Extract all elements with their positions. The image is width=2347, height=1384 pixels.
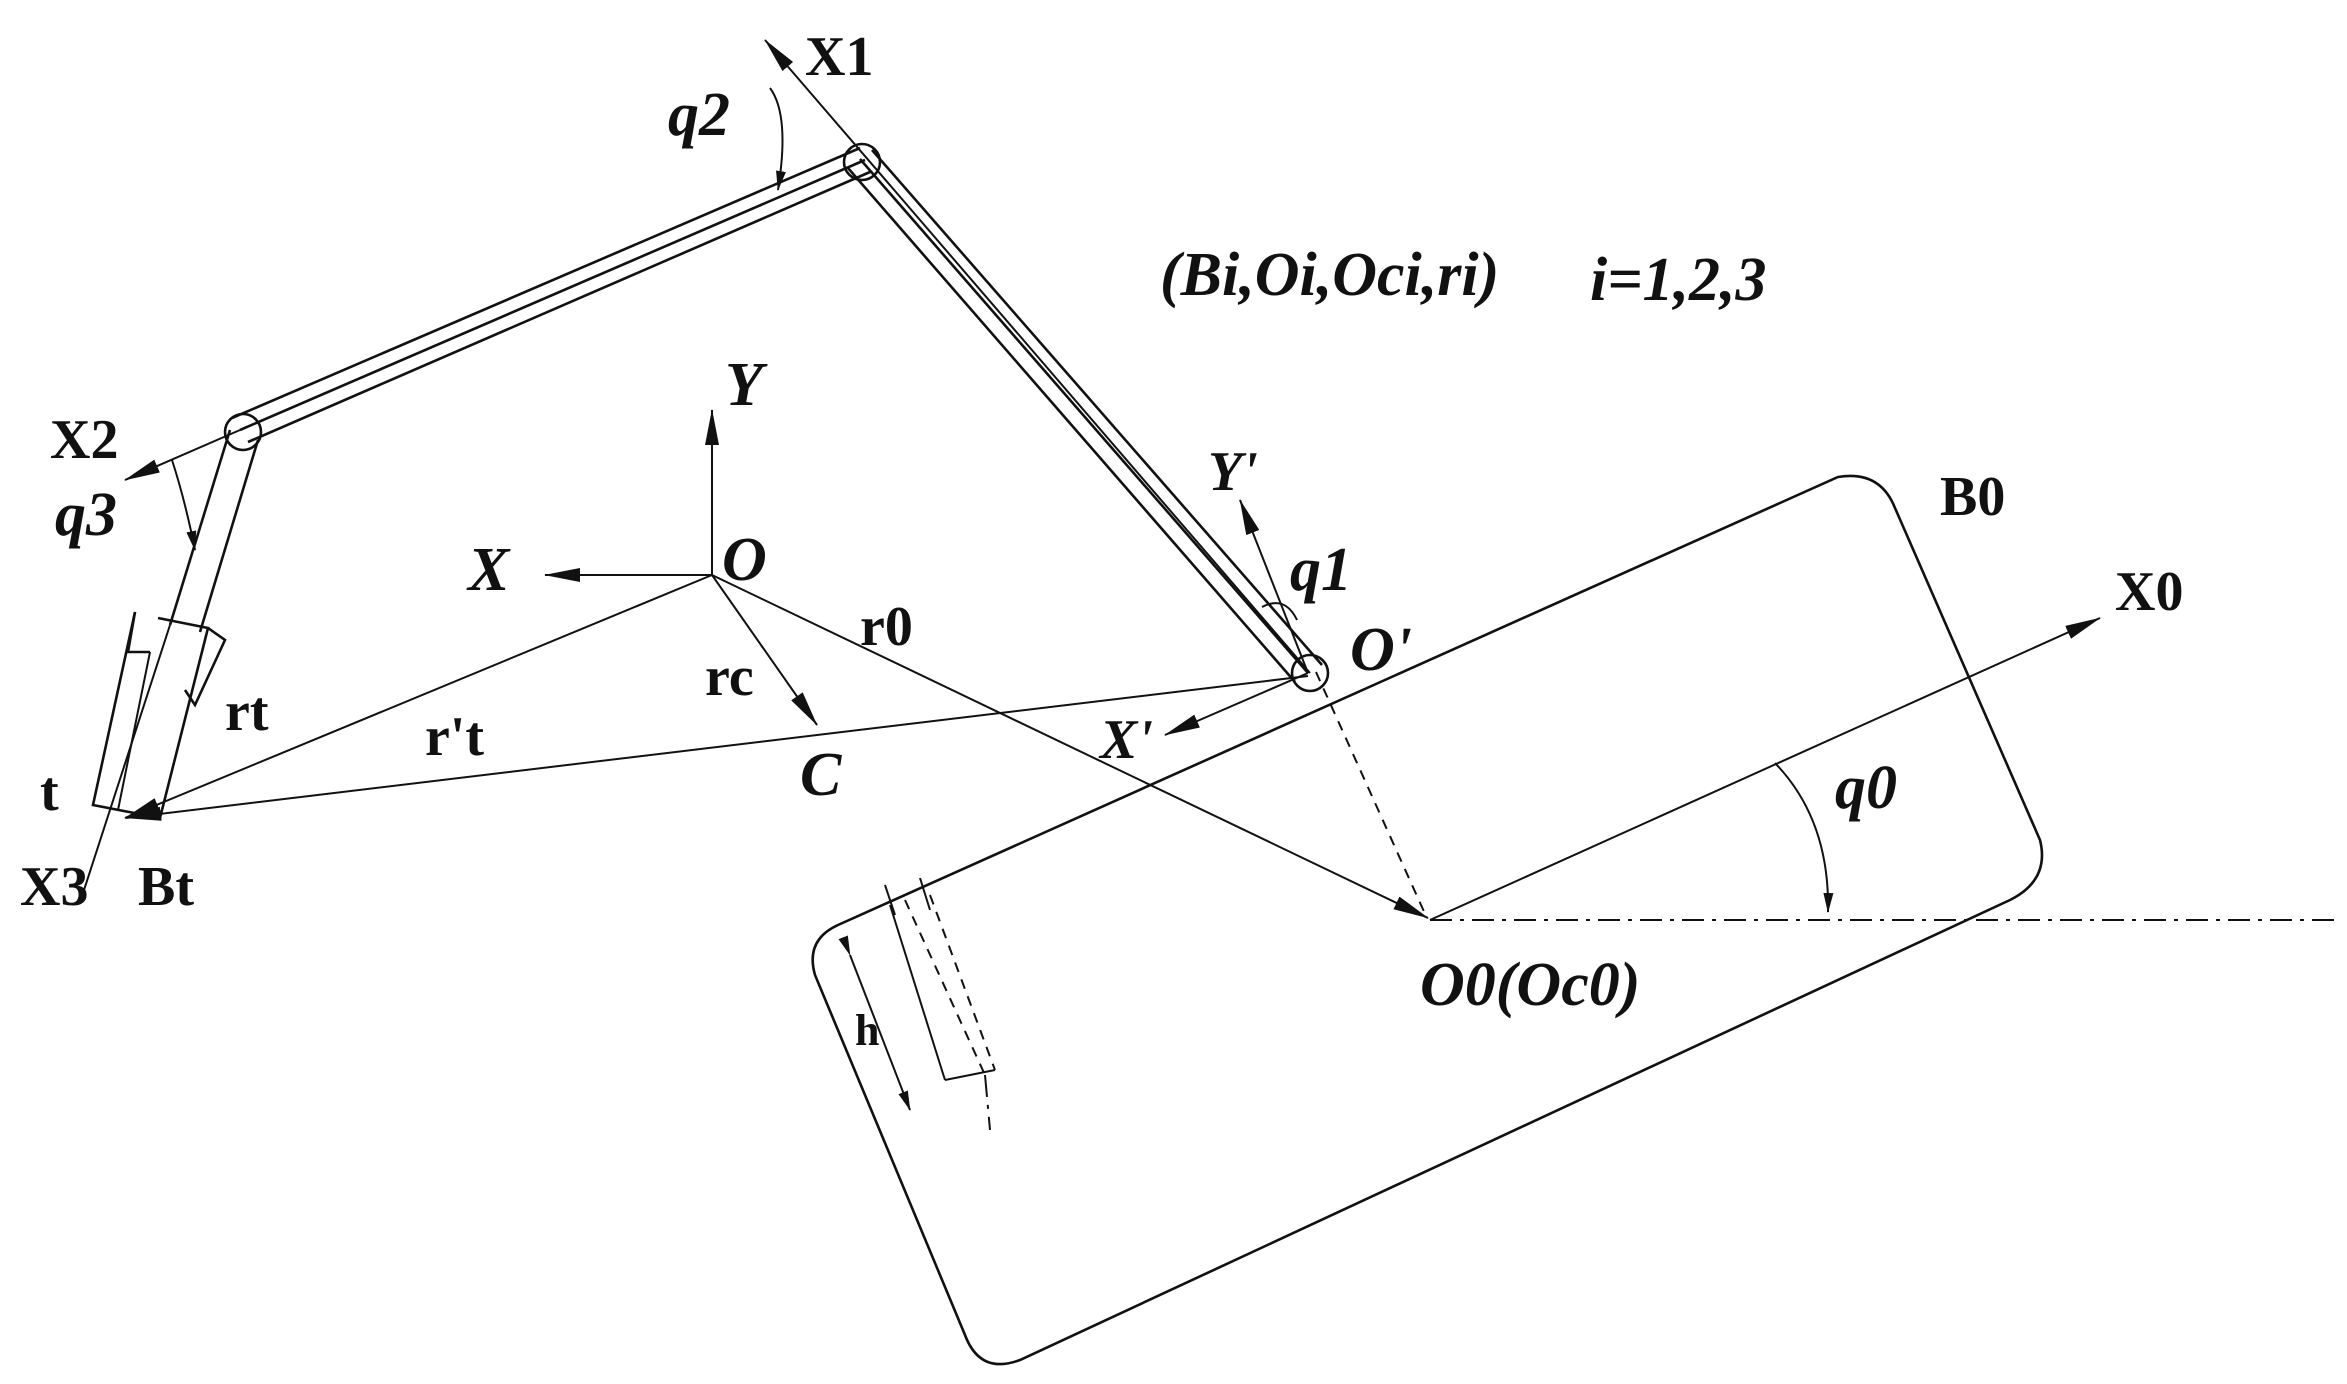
o-prime-to-o0-dashed [1315, 671, 1427, 917]
q3-arc [171, 459, 197, 551]
label-c: C [800, 741, 842, 809]
label-x-prime: X' [1098, 709, 1153, 771]
elbow-joint [842, 142, 882, 182]
rc-vector [711, 574, 818, 726]
label-x0: X0 [2115, 561, 2183, 623]
label-bt: Bt [138, 856, 194, 918]
tool-gripper [91, 611, 227, 820]
base-body-outline [811, 474, 2044, 1366]
label-x: X [466, 536, 511, 604]
label-rc: rc [705, 646, 754, 708]
label-x3: X3 [20, 856, 88, 918]
label-t: t [40, 761, 59, 823]
x0-axis [1429, 617, 2101, 921]
rt-prime-vector [125, 675, 1309, 821]
label-y-prime: Y' [1208, 441, 1258, 503]
q0-arc [1774, 762, 1834, 913]
x3-axis [83, 624, 171, 891]
wrist-joint [223, 412, 263, 452]
label-y: Y [725, 351, 768, 419]
base-slot [838, 877, 996, 1131]
label-o-prime: O' [1350, 616, 1412, 684]
label-b0: B0 [1940, 466, 2005, 528]
x-prime-axis [1164, 672, 1309, 736]
label-r0: r0 [860, 596, 913, 658]
label-index: i=1,2,3 [1590, 246, 1767, 314]
link-2 [231, 146, 871, 444]
r0-vector [711, 574, 1429, 919]
label-h: h [855, 1006, 879, 1055]
rt-vector [124, 574, 713, 819]
x2-axis [124, 429, 241, 481]
y-prime-axis [1239, 499, 1309, 674]
link-1 [847, 149, 1323, 683]
label-rt: rt [225, 681, 269, 743]
q2-arc [769, 87, 786, 191]
label-o0: O0(Oc0) [1420, 951, 1640, 1019]
label-rt-prime: r't [425, 706, 484, 768]
label-q1: q1 [1290, 536, 1352, 604]
q1-arc [1261, 602, 1298, 621]
label-x2: X2 [50, 409, 118, 471]
label-q3: q3 [55, 481, 117, 549]
label-x1: X1 [805, 26, 873, 88]
label-o: O [722, 526, 767, 594]
link-3 [168, 429, 260, 633]
base-joint [1290, 653, 1330, 693]
label-tuple: (Bi,Oi,Oci,ri) [1160, 241, 1499, 309]
label-q0: q0 [1835, 754, 1897, 822]
label-q2: q2 [668, 81, 730, 149]
x1-axis [764, 39, 1311, 674]
